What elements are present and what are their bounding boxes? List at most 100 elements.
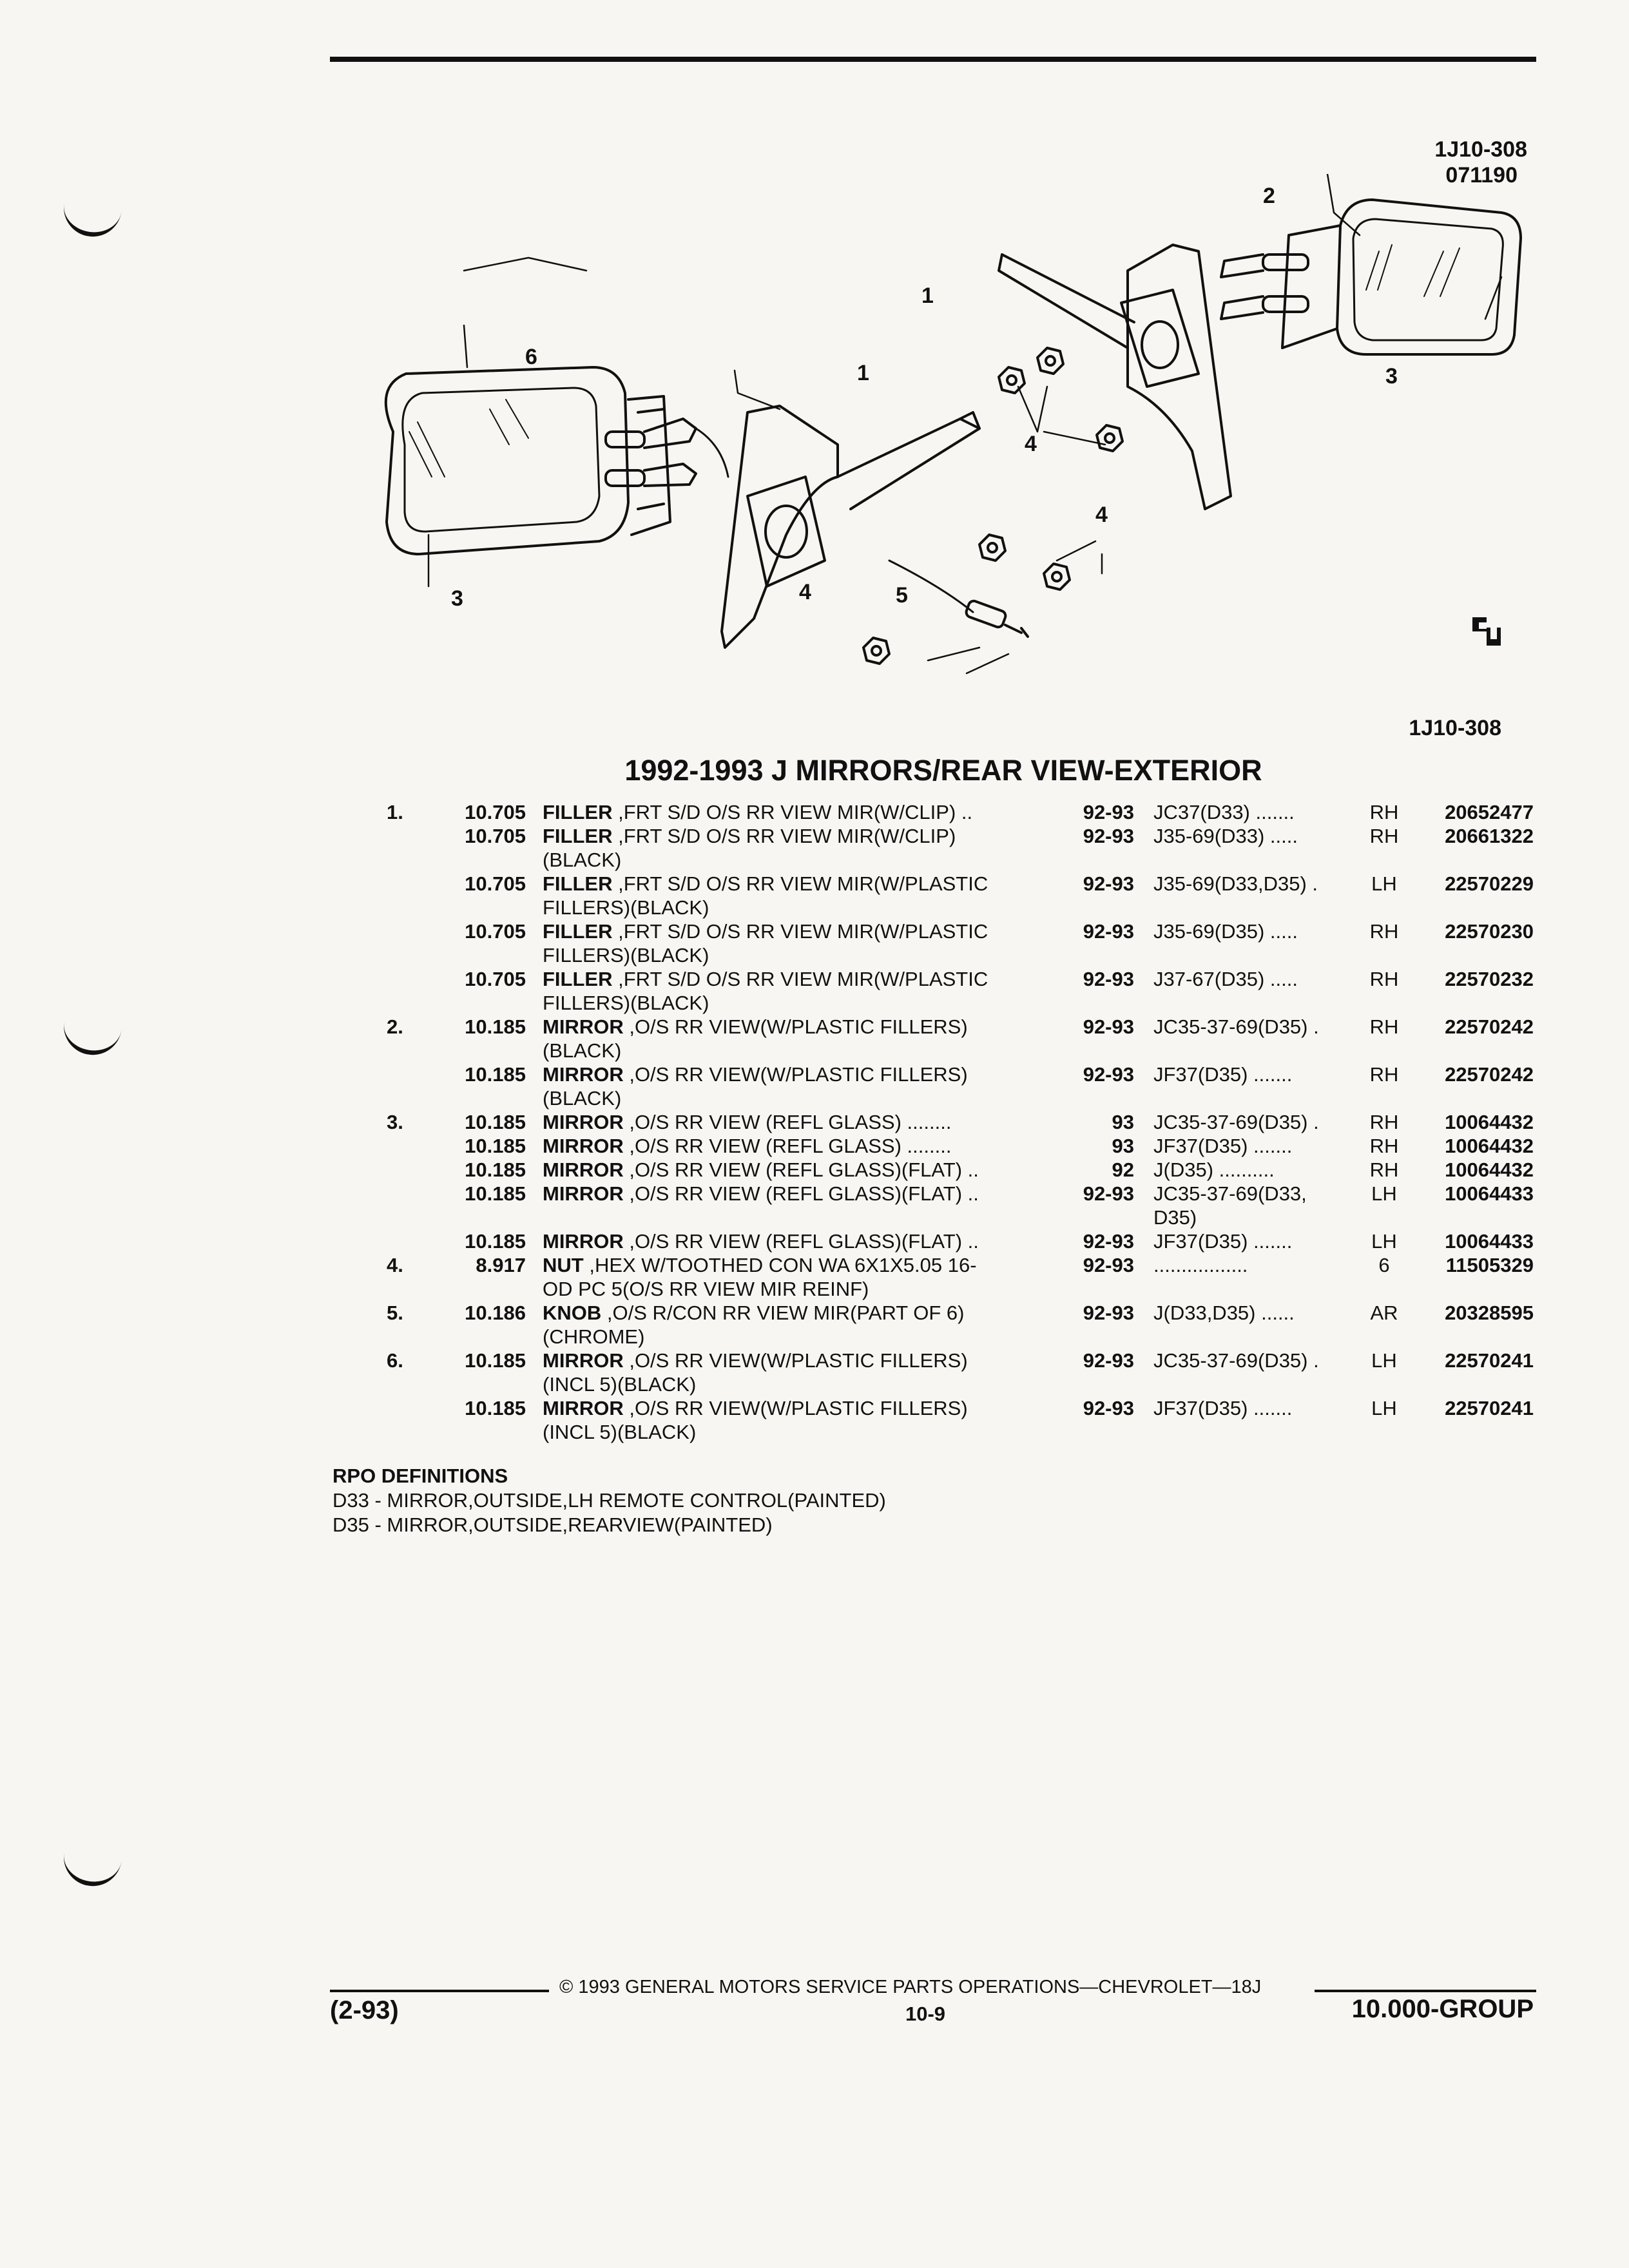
row-group-number: 10.185 — [465, 1063, 526, 1086]
row-model: J35-69(D33) ..... — [1153, 825, 1298, 847]
row-part-number: 22570232 — [1445, 968, 1534, 990]
row-description: MIRROR ,O/S RR VIEW (REFL GLASS)(FLAT) .… — [543, 1158, 1058, 1182]
row-description: MIRROR ,O/S RR VIEW(W/PLASTIC FILLERS)(B… — [543, 1015, 1058, 1062]
row-qty: LH — [1371, 1230, 1397, 1253]
row-description-text: ,FRT S/D O/S RR VIEW MIR(W/PLASTIC — [612, 872, 988, 895]
row-description: MIRROR ,O/S RR VIEW(W/PLASTIC FILLERS)(I… — [543, 1396, 1058, 1444]
row-part-name: MIRROR — [543, 1182, 624, 1205]
exploded-mirror-diagram: 1 1 2 3 3 4 4 4 4 5 6 — [384, 174, 1522, 675]
row-part-number: 22570242 — [1445, 1063, 1534, 1086]
row-part-name: FILLER — [543, 872, 613, 895]
row-description-text: ,O/S RR VIEW (REFL GLASS) ........ — [623, 1135, 952, 1157]
row-part-number: 10064432 — [1445, 1111, 1534, 1133]
row-qty: AR — [1370, 1302, 1398, 1324]
row-qty: RH — [1369, 1063, 1399, 1086]
row-item-number: 5. — [387, 1302, 403, 1324]
row-part-number: 20661322 — [1445, 825, 1534, 847]
row-description-continued: (BLACK) — [543, 849, 622, 871]
row-description: MIRROR ,O/S RR VIEW (REFL GLASS) .......… — [543, 1134, 1058, 1158]
row-description: FILLER ,FRT S/D O/S RR VIEW MIR(W/CLIP) … — [543, 800, 1058, 824]
row-years: 92 — [1112, 1158, 1134, 1181]
row-group-number: 10.705 — [465, 872, 526, 895]
row-years: 92-93 — [1083, 1397, 1134, 1419]
row-group-number: 10.185 — [465, 1158, 526, 1181]
row-part-number: 22570242 — [1445, 1015, 1534, 1038]
row-qty: LH — [1371, 1349, 1397, 1372]
row-years: 92-93 — [1083, 801, 1134, 823]
row-group-number: 10.186 — [465, 1302, 526, 1324]
row-part-name: NUT — [543, 1254, 584, 1276]
row-years: 92-93 — [1083, 825, 1134, 847]
row-item-number: 2. — [387, 1015, 403, 1038]
row-years: 92-93 — [1083, 968, 1134, 990]
row-part-name: MIRROR — [543, 1111, 624, 1133]
row-years: 92-93 — [1083, 1230, 1134, 1253]
row-description: MIRROR ,O/S RR VIEW (REFL GLASS)(FLAT) .… — [543, 1182, 1058, 1206]
row-item-number: 6. — [387, 1349, 403, 1372]
row-qty: RH — [1369, 801, 1399, 823]
row-qty: RH — [1369, 1015, 1399, 1038]
row-description-continued: FILLERS)(BLACK) — [543, 992, 709, 1014]
figure-ref-bottom: 1J10-308 — [1409, 716, 1501, 740]
rpo-line: D33 - MIRROR,OUTSIDE,LH REMOTE CONTROL(P… — [333, 1489, 886, 1512]
row-description: KNOB ,O/S R/CON RR VIEW MIR(PART OF 6)(C… — [543, 1301, 1058, 1349]
row-part-name: FILLER — [543, 968, 613, 990]
row-part-number: 22570229 — [1445, 872, 1534, 895]
right-mirror-assembly — [1220, 198, 1522, 356]
row-description-continued: (BLACK) — [543, 1087, 622, 1110]
row-part-number: 20328595 — [1445, 1302, 1534, 1324]
row-description: MIRROR ,O/S RR VIEW(W/PLASTIC FILLERS)(I… — [543, 1349, 1058, 1396]
row-part-number: 20652477 — [1445, 801, 1534, 823]
row-model: JC35-37-69(D35) . — [1153, 1015, 1319, 1038]
row-model: JF37(D35) ....... — [1153, 1397, 1293, 1419]
row-description: MIRROR ,O/S RR VIEW (REFL GLASS) .......… — [543, 1110, 1058, 1134]
footer-rule-right — [1315, 1990, 1536, 1992]
row-part-name: MIRROR — [543, 1063, 624, 1086]
row-description-text: ,O/S RR VIEW (REFL GLASS)(FLAT) .. — [623, 1182, 979, 1205]
row-description-text: ,FRT S/D O/S RR VIEW MIR(W/PLASTIC — [612, 968, 988, 990]
row-group-number: 10.185 — [465, 1397, 526, 1419]
row-description-text: ,O/S RR VIEW (REFL GLASS)(FLAT) .. — [623, 1230, 979, 1253]
callout-4: 4 — [1095, 503, 1108, 527]
right-filler-bracket — [998, 244, 1232, 510]
row-description: MIRROR ,O/S RR VIEW (REFL GLASS)(FLAT) .… — [543, 1229, 1058, 1253]
row-item-number: 4. — [387, 1254, 403, 1276]
row-description-continued: (INCL 5)(BLACK) — [543, 1373, 697, 1396]
row-description: FILLER ,FRT S/D O/S RR VIEW MIR(W/PLASTI… — [543, 919, 1058, 967]
row-part-name: MIRROR — [543, 1158, 624, 1181]
row-description-text: ,FRT S/D O/S RR VIEW MIR(W/CLIP) .. — [612, 801, 973, 823]
row-model: J35-69(D35) ..... — [1153, 920, 1298, 943]
row-years: 92-93 — [1083, 1015, 1134, 1038]
row-part-number: 22570230 — [1445, 920, 1534, 943]
row-description-text: ,FRT S/D O/S RR VIEW MIR(W/CLIP) — [612, 825, 956, 847]
row-part-number: 22570241 — [1445, 1349, 1534, 1372]
row-description-text: ,O/S RR VIEW(W/PLASTIC FILLERS) — [623, 1397, 968, 1419]
row-group-number: 10.185 — [465, 1015, 526, 1038]
row-model: JC35-37-69(D35) . — [1153, 1111, 1319, 1133]
row-description: FILLER ,FRT S/D O/S RR VIEW MIR(W/PLASTI… — [543, 872, 1058, 919]
footer-copyright: © 1993 GENERAL MOTORS SERVICE PARTS OPER… — [559, 1977, 1262, 1997]
footer-group: 10.000-GROUP — [1351, 1995, 1534, 2023]
callout-3: 3 — [451, 586, 463, 611]
row-part-number: 10064432 — [1445, 1135, 1534, 1157]
callout-leaders — [427, 174, 1503, 675]
row-description-text: ,O/S RR VIEW (REFL GLASS) ........ — [623, 1111, 952, 1133]
row-description-continued: (INCL 5)(BLACK) — [543, 1421, 697, 1443]
row-model: J(D33,D35) ...... — [1153, 1302, 1295, 1324]
row-part-number: 10064433 — [1445, 1182, 1534, 1205]
table-row: 2. 10.185 92-93 JC35-37-69(D35) . RH 22570242… — [0, 1015, 1629, 1062]
row-part-name: KNOB — [543, 1302, 602, 1324]
row-model: JC35-37-69(D35) . — [1153, 1349, 1319, 1372]
row-qty: RH — [1369, 1111, 1399, 1133]
row-qty: RH — [1369, 968, 1399, 990]
row-part-number: 10064432 — [1445, 1158, 1534, 1181]
row-group-number: 10.185 — [465, 1135, 526, 1157]
row-years: 92-93 — [1083, 1063, 1134, 1086]
row-description: NUT ,HEX W/TOOTHED CON WA 6X1X5.05 16-OD… — [543, 1253, 1058, 1301]
